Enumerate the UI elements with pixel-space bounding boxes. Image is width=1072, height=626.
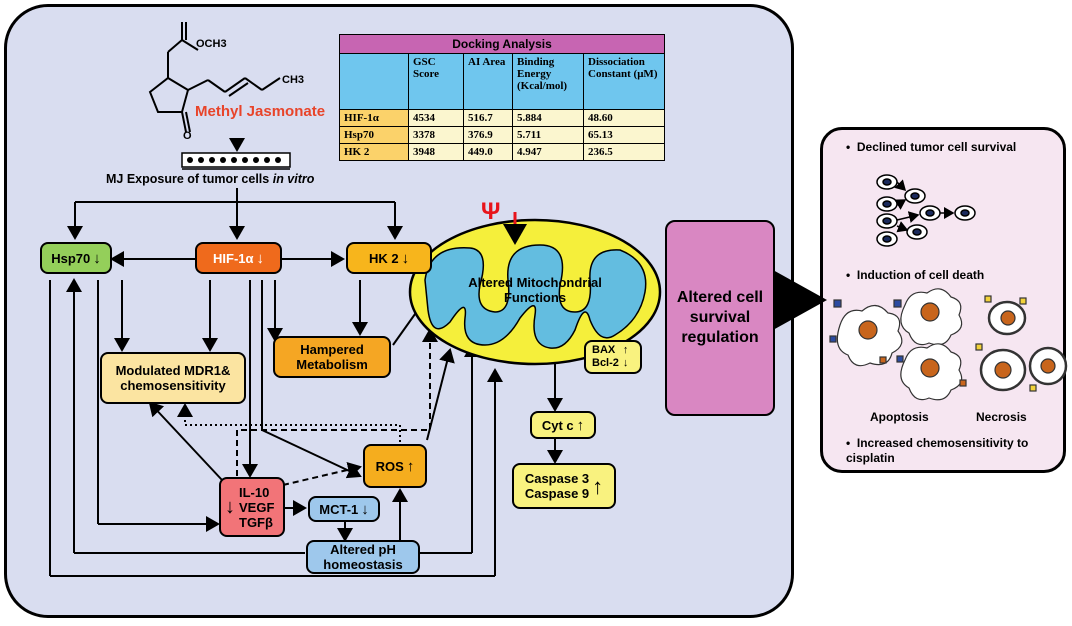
cytochrome-c-node: Cyt c↑ xyxy=(530,411,596,439)
mct1-node: MCT-1↓ xyxy=(308,496,380,522)
outcome-cell-death: • Induction of cell death xyxy=(846,268,985,282)
hk2-node: HK 2↓ xyxy=(346,242,432,274)
methyl-jasmonate-structure xyxy=(148,22,281,133)
mito-functions-label: Altered Mitochondrial Functions xyxy=(468,275,602,305)
docking-table: Docking Analysis GSC Score AI Area Bindi… xyxy=(339,34,665,161)
tumor-cells-icon xyxy=(876,174,976,247)
outcome-chemosensitivity: • Increased chemosensitivity to cisplati… xyxy=(846,436,1029,465)
hsp70-node: Hsp70↓ xyxy=(40,242,112,274)
mdr1-node: Modulated MDR1& chemosensitivity xyxy=(100,352,246,404)
ph-homeostasis-node: Altered pH homeostasis xyxy=(306,540,420,574)
methoxy-group-label: OCH3 xyxy=(196,38,227,50)
oxygen-label: O xyxy=(183,130,192,142)
hampered-metabolism-node: Hampered Metabolism xyxy=(273,336,391,378)
cytokines-node: ↓ IL-10 VEGF TGFβ xyxy=(219,477,285,537)
bax-bcl2-node: BAX Bcl-2 ↑ ↓ xyxy=(584,340,642,374)
mitochondrion-icon xyxy=(408,218,662,366)
apoptosis-label: Apoptosis xyxy=(870,410,929,424)
apoptosis-cells-icon xyxy=(829,288,967,401)
cell-tray-icon xyxy=(181,152,291,170)
ros-node: ROS↑ xyxy=(363,444,427,488)
caspase-node: Caspase 3 Caspase 9 ↑ xyxy=(512,463,616,509)
exposure-label: MJ Exposure of tumor cells in vitro xyxy=(106,172,315,186)
methyl-group-label: CH3 xyxy=(282,74,305,86)
necrosis-label: Necrosis xyxy=(976,410,1027,424)
outcome-declined-survival: • Declined tumor cell survival xyxy=(846,140,1017,154)
cell-survival-regulation-node: Altered cell survival regulation xyxy=(665,220,775,416)
compound-name: Methyl Jasmonate xyxy=(195,103,326,120)
docking-title: Docking Analysis xyxy=(339,34,665,54)
necrosis-cells-icon xyxy=(975,295,1068,392)
hif1a-node: HIF-1α↓ xyxy=(195,242,282,274)
psi-label: Ψ xyxy=(481,198,501,225)
